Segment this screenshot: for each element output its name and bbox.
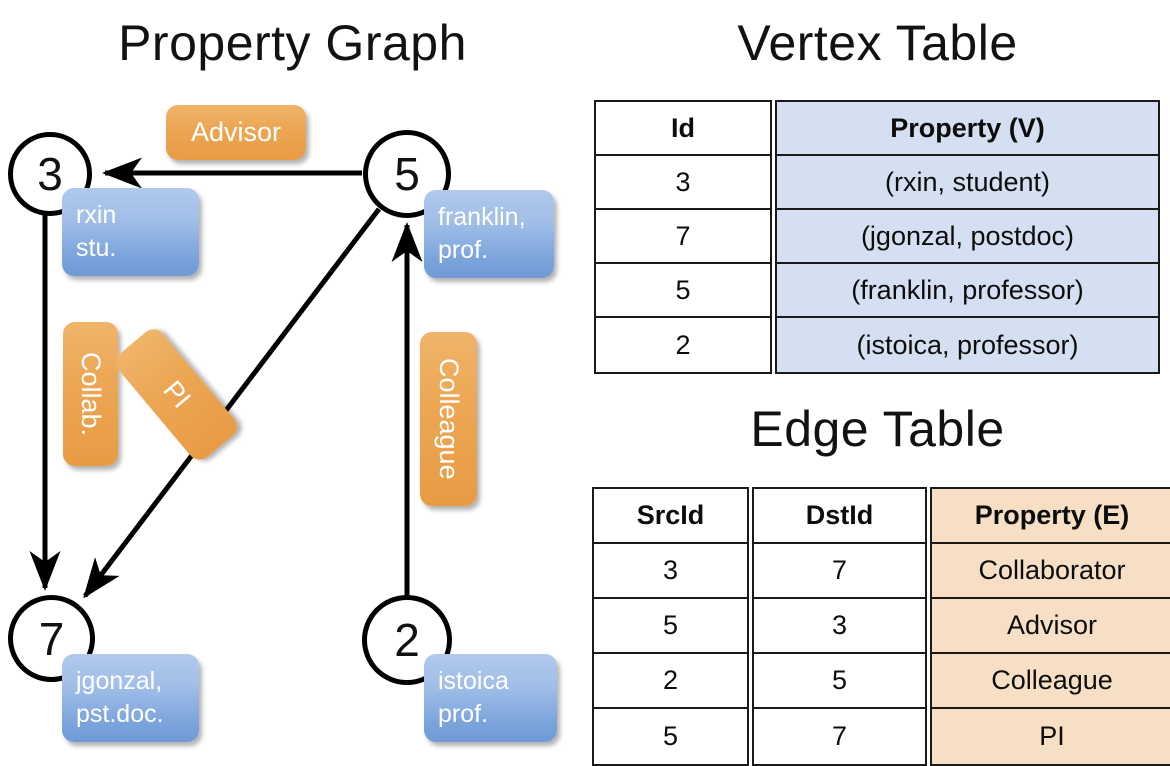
vertex-3-id: 3 — [37, 148, 63, 200]
property-graph-diagram: 3 5 7 2 rxin stu. franklin, prof. jgonza… — [0, 0, 585, 760]
table-row: Colleague — [932, 654, 1170, 709]
table-row: 2 — [594, 654, 747, 709]
edge-table-column-dstid: DstId 7 3 5 7 — [752, 487, 927, 766]
graph-edges-svg — [29, 157, 423, 599]
table-row: 7 — [596, 210, 770, 264]
table-row: 5 — [754, 654, 925, 709]
vertex-table-column-property: Property (V) (rxin, student) (jgonzal, p… — [775, 100, 1160, 374]
edge-label-collab[interactable]: Collab. — [63, 322, 118, 466]
edge-label-advisor-text: Advisor — [190, 117, 282, 147]
table-row: Advisor — [932, 599, 1170, 654]
page-title-vertex-table: Vertex Table — [737, 15, 1018, 71]
table-row: 3 — [754, 599, 925, 654]
table-row: 7 — [831, 721, 848, 751]
vertex-3-property-line2: stu. — [76, 233, 117, 262]
table-row: 3 — [596, 156, 770, 210]
vertex-3-property-line1: rxin — [76, 201, 117, 229]
vertex-5-property-line2: prof. — [438, 235, 489, 264]
table-row: 3 — [594, 544, 747, 599]
table-row: 2 — [675, 329, 691, 360]
table-row: 5 — [594, 599, 747, 654]
edge-label-pi-text: PI — [157, 374, 197, 414]
edge-5-to-7-pi — [83, 207, 381, 599]
vertex-5[interactable]: 5 — [363, 130, 451, 218]
edge-table-column-property: Property (E) Collaborator Advisor Collea… — [930, 487, 1170, 766]
vertex-table-header-property: Property (V) — [777, 102, 1158, 156]
edge-label-collab-text: Collab. — [76, 351, 106, 437]
page-title-edge-table: Edge Table — [750, 401, 1005, 457]
vertex-5-id: 5 — [394, 148, 420, 200]
vertex-2-property-line2: prof. — [438, 699, 489, 728]
vertex-5-property-line1: franklin, — [438, 203, 526, 231]
table-row: 7 — [754, 544, 925, 599]
vertex-table-header-id: Id — [596, 102, 770, 156]
vertex-2-id: 2 — [394, 614, 420, 666]
page-title-property-graph: Property Graph — [118, 15, 467, 71]
edge-table-column-srcid: SrcId 3 5 2 5 — [592, 487, 749, 766]
table-row: 5 — [596, 264, 770, 318]
edge-table-header-srcid: SrcId — [594, 489, 747, 544]
edge-table-header-property: Property (E) — [932, 489, 1170, 544]
vertex-2-property-box[interactable]: istoica prof. — [424, 654, 557, 742]
edge-table: SrcId 3 5 2 5 DstId 7 3 5 7 Property (E)… — [592, 487, 1170, 766]
vertex-7-property-box[interactable]: jgonzal, pst.doc. — [62, 654, 199, 742]
table-row: (rxin, student) — [777, 156, 1158, 210]
table-row: 5 — [662, 721, 679, 751]
vertex-table-column-id: Id 3 7 5 2 — [594, 100, 772, 374]
edge-label-colleague-text: Colleague — [434, 358, 464, 480]
edge-label-colleague[interactable]: Colleague — [420, 332, 477, 506]
vertex-7-property-line2: pst.doc. — [76, 699, 164, 728]
table-row: (jgonzal, postdoc) — [777, 210, 1158, 264]
table-row: PI — [932, 709, 1170, 764]
edge-label-advisor[interactable]: Advisor — [166, 105, 306, 160]
vertex-7-id: 7 — [38, 612, 65, 665]
table-row: (franklin, professor) — [777, 264, 1158, 318]
table-row: (istoica, professor) — [777, 318, 1158, 372]
vertex-3-property-box[interactable]: rxin stu. — [62, 188, 199, 276]
edge-table-header-dstid: DstId — [754, 489, 925, 544]
table-row: Collaborator — [932, 544, 1170, 599]
vertex-5-property-box[interactable]: franklin, prof. — [424, 190, 554, 278]
vertex-7-property-line1: jgonzal, — [76, 667, 163, 695]
vertex-2-property-line1: istoica — [438, 667, 509, 695]
vertex-table: Id 3 7 5 2 Property (V) (rxin, student) … — [594, 100, 1160, 374]
vertex-2[interactable]: 2 — [362, 595, 452, 685]
